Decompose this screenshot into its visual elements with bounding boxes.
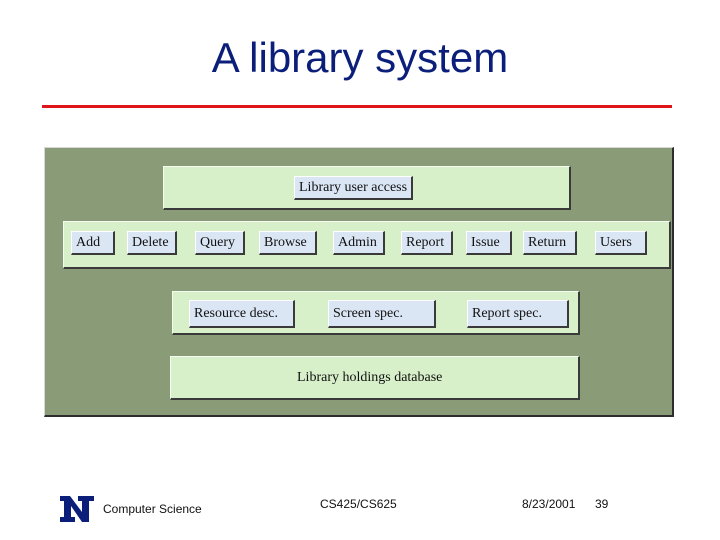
operation-query: Query bbox=[195, 231, 245, 255]
footer-course: CS425/CS625 bbox=[320, 497, 397, 511]
title-divider bbox=[42, 105, 672, 108]
operation-admin: Admin bbox=[333, 231, 385, 255]
user-access-box: Library user access bbox=[294, 176, 414, 200]
footer-page-number: 39 bbox=[595, 497, 609, 511]
specs-layer: Resource desc. Screen spec. Report spec. bbox=[172, 291, 580, 335]
university-n-logo-icon bbox=[60, 496, 94, 522]
spec-resource-desc: Resource desc. bbox=[189, 300, 295, 328]
operation-issue: Issue bbox=[466, 231, 512, 255]
operation-browse: Browse bbox=[259, 231, 317, 255]
operation-report: Report bbox=[401, 231, 453, 255]
operation-delete: Delete bbox=[127, 231, 177, 255]
database-label: Library holdings database bbox=[297, 370, 443, 385]
user-access-layer: Library user access bbox=[163, 166, 571, 210]
operation-add: Add bbox=[71, 231, 115, 255]
operations-layer: Add Delete Query Browse Admin Report Iss… bbox=[63, 221, 671, 269]
architecture-diagram: Library user access Add Delete Query Bro… bbox=[44, 147, 674, 417]
database-layer: Library holdings database bbox=[170, 356, 580, 400]
spec-screen: Screen spec. bbox=[328, 300, 436, 328]
operation-users: Users bbox=[595, 231, 647, 255]
spec-report: Report spec. bbox=[467, 300, 569, 328]
slide-title: A library system bbox=[211, 34, 509, 81]
operation-return: Return bbox=[523, 231, 577, 255]
footer-date: 8/23/2001 bbox=[522, 497, 576, 511]
footer-department: Computer Science bbox=[103, 502, 202, 516]
